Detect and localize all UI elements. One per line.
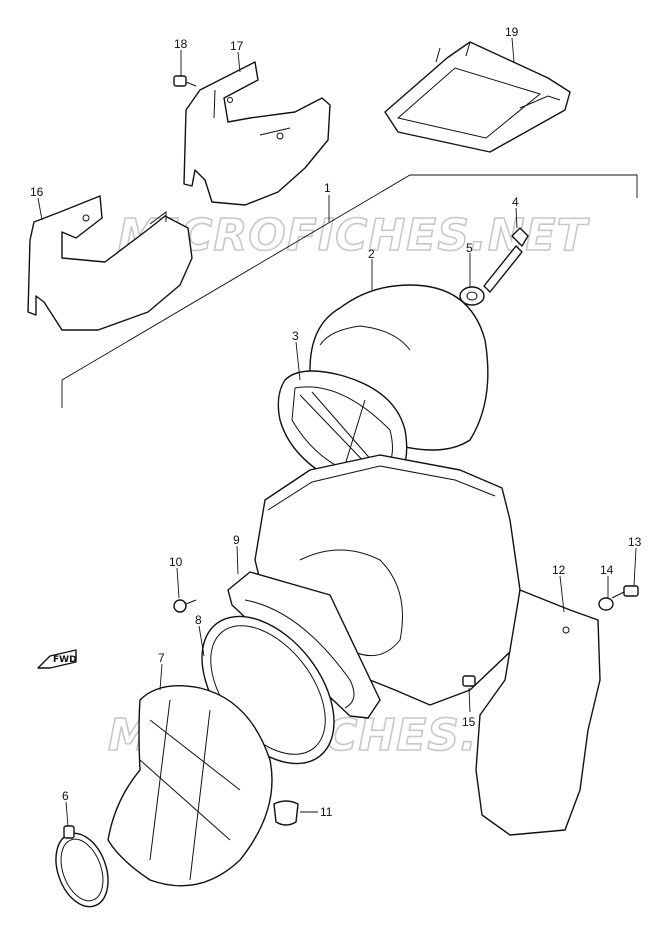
part-17-heat-shield bbox=[183, 61, 331, 206]
callout-1: 1 bbox=[324, 181, 331, 195]
callout-6: 6 bbox=[62, 789, 69, 803]
callout-18: 18 bbox=[174, 37, 188, 51]
callout-13: 13 bbox=[628, 535, 642, 549]
part-14-washer bbox=[598, 597, 614, 611]
callout-8: 8 bbox=[195, 613, 202, 627]
callout-numbers: 1 2 3 4 5 6 7 8 9 10 11 12 13 14 15 16 1… bbox=[30, 25, 642, 819]
callout-16: 16 bbox=[30, 185, 44, 199]
fwd-label: FWD bbox=[53, 655, 77, 665]
part-5-washer bbox=[459, 286, 485, 306]
part-15-screw bbox=[462, 675, 476, 687]
callout-11: 11 bbox=[320, 805, 333, 819]
callout-12: 12 bbox=[552, 563, 566, 577]
fwd-arrow-icon: FWD bbox=[37, 649, 77, 669]
callout-5: 5 bbox=[466, 241, 473, 255]
callout-10: 10 bbox=[169, 555, 183, 569]
part-18-bolt bbox=[173, 75, 197, 87]
leader-lines bbox=[37, 37, 637, 827]
callout-2: 2 bbox=[368, 247, 375, 261]
callout-3: 3 bbox=[292, 329, 299, 343]
part-6-clamp bbox=[55, 825, 109, 908]
part-11-cap bbox=[273, 800, 299, 826]
callout-17: 17 bbox=[230, 39, 244, 53]
callout-15: 15 bbox=[462, 715, 476, 729]
part-12-plate bbox=[475, 589, 601, 836]
callout-4: 4 bbox=[512, 195, 519, 209]
part-4-wing-bolt bbox=[483, 227, 529, 293]
callout-9: 9 bbox=[233, 533, 240, 547]
part-19-cover bbox=[384, 41, 571, 153]
callout-14: 14 bbox=[600, 563, 614, 577]
part-13-bolt bbox=[611, 585, 639, 599]
part-16-shield bbox=[27, 195, 193, 331]
part-7-inlet-boot bbox=[107, 685, 273, 887]
callout-7: 7 bbox=[158, 651, 165, 665]
callout-19: 19 bbox=[505, 25, 519, 39]
assembly-bracket bbox=[61, 174, 638, 408]
part-10-screw bbox=[173, 599, 197, 613]
